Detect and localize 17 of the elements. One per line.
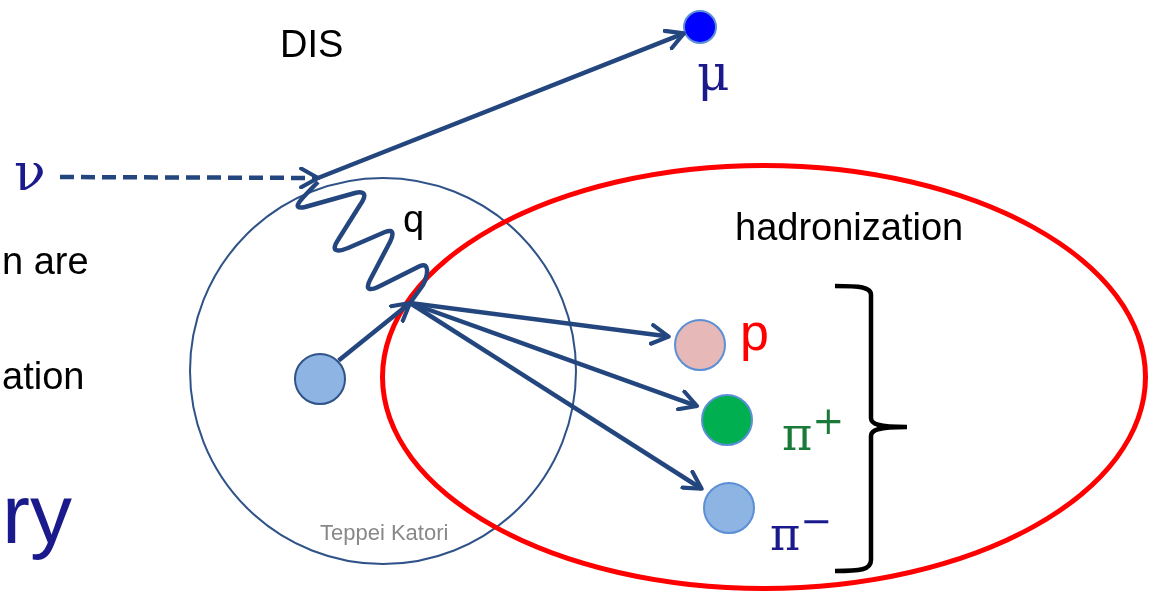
particle-symbol: ν: [14, 146, 46, 198]
body-text: ation: [2, 357, 85, 395]
proton-circle: [674, 319, 726, 371]
ellipse-title: hadronization: [735, 208, 964, 246]
arrow: [317, 28, 686, 181]
dashed-arrow: [60, 166, 321, 190]
body-text: n are: [2, 242, 89, 280]
edge-label: q: [403, 200, 425, 238]
circle-title: DIS: [280, 25, 344, 63]
quark-circle: [294, 353, 346, 405]
particle-label: π$^{+}$: [782, 402, 845, 458]
pion-circle: [703, 482, 755, 534]
pion-circle: [701, 394, 753, 446]
muon-circle: [683, 10, 717, 44]
arrow: [337, 300, 413, 363]
footer-text: Teppei Katori: [320, 522, 449, 544]
particle-label: π$^{−}$: [770, 502, 833, 558]
